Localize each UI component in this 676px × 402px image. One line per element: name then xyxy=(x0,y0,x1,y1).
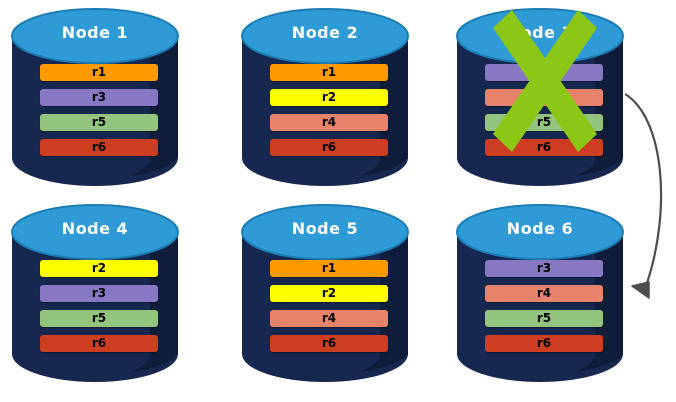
record-stripe[interactable]: r4 xyxy=(485,285,603,302)
record-label: r1 xyxy=(321,65,337,79)
record-list-1: r1 r3 r5 r6 xyxy=(40,64,158,156)
record-label: r6 xyxy=(91,336,107,350)
record-label: r5 xyxy=(536,115,552,129)
record-label: r6 xyxy=(536,140,552,154)
record-stripe[interactable]: r6 xyxy=(485,139,603,156)
record-label: r6 xyxy=(321,140,337,154)
record-label: r5 xyxy=(91,115,107,129)
record-label: r2 xyxy=(91,261,107,275)
record-stripe[interactable]: r4 xyxy=(270,114,388,131)
record-label: r1 xyxy=(321,261,337,275)
record-label: r2 xyxy=(321,286,337,300)
node-cylinder-1[interactable]: Node 1 r1 r3 r5 r6 xyxy=(10,6,180,188)
record-list-4: r2 r3 r5 r6 xyxy=(40,260,158,352)
record-stripe[interactable]: r6 xyxy=(270,335,388,352)
record-stripe[interactable]: r2 xyxy=(270,285,388,302)
record-stripe[interactable]: r2 xyxy=(270,89,388,106)
node-cylinder-6[interactable]: Node 6 r3 r4 r5 r6 xyxy=(455,202,625,384)
record-stripe[interactable]: r2 xyxy=(40,260,158,277)
record-stripe[interactable]: r6 xyxy=(485,335,603,352)
curved-arrow-icon xyxy=(624,93,663,287)
record-label: r1 xyxy=(91,65,107,79)
record-stripe[interactable]: r3 xyxy=(485,64,603,81)
record-stripe[interactable]: r5 xyxy=(485,310,603,327)
record-stripe[interactable]: r5 xyxy=(40,310,158,327)
arrow-head-icon xyxy=(631,281,650,299)
record-list-3: r3 r4 r5 r6 xyxy=(485,64,603,156)
record-stripe[interactable]: r4 xyxy=(270,310,388,327)
record-label: r3 xyxy=(536,261,552,275)
record-stripe[interactable]: r3 xyxy=(40,285,158,302)
record-list-6: r3 r4 r5 r6 xyxy=(485,260,603,352)
record-label: r4 xyxy=(321,115,337,129)
record-label: r4 xyxy=(536,90,552,104)
node-cylinder-3[interactable]: Node 3 r3 r4 r5 r6 xyxy=(455,6,625,188)
record-label: r3 xyxy=(536,65,552,79)
record-stripe[interactable]: r3 xyxy=(485,260,603,277)
record-stripe[interactable]: r5 xyxy=(40,114,158,131)
node-cylinder-4[interactable]: Node 4 r2 r3 r5 r6 xyxy=(10,202,180,384)
record-label: r6 xyxy=(536,336,552,350)
record-label: r6 xyxy=(91,140,107,154)
record-stripe[interactable]: r6 xyxy=(270,139,388,156)
record-label: r5 xyxy=(91,311,107,325)
record-stripe[interactable]: r3 xyxy=(40,89,158,106)
record-label: r3 xyxy=(91,90,107,104)
record-stripe[interactable]: r1 xyxy=(270,64,388,81)
record-stripe[interactable]: r5 xyxy=(485,114,603,131)
record-stripe[interactable]: r6 xyxy=(40,335,158,352)
record-stripe[interactable]: r1 xyxy=(270,260,388,277)
record-list-5: r1 r2 r4 r6 xyxy=(270,260,388,352)
record-label: r4 xyxy=(536,286,552,300)
node-cylinder-2[interactable]: Node 2 r1 r2 r4 r6 xyxy=(240,6,410,188)
record-stripe[interactable]: r6 xyxy=(40,139,158,156)
record-label: r6 xyxy=(321,336,337,350)
record-label: r5 xyxy=(536,311,552,325)
record-label: r4 xyxy=(321,311,337,325)
record-label: r2 xyxy=(321,90,337,104)
record-list-2: r1 r2 r4 r6 xyxy=(270,64,388,156)
record-stripe[interactable]: r4 xyxy=(485,89,603,106)
record-label: r3 xyxy=(91,286,107,300)
record-stripe[interactable]: r1 xyxy=(40,64,158,81)
node-cylinder-5[interactable]: Node 5 r1 r2 r4 r6 xyxy=(240,202,410,384)
